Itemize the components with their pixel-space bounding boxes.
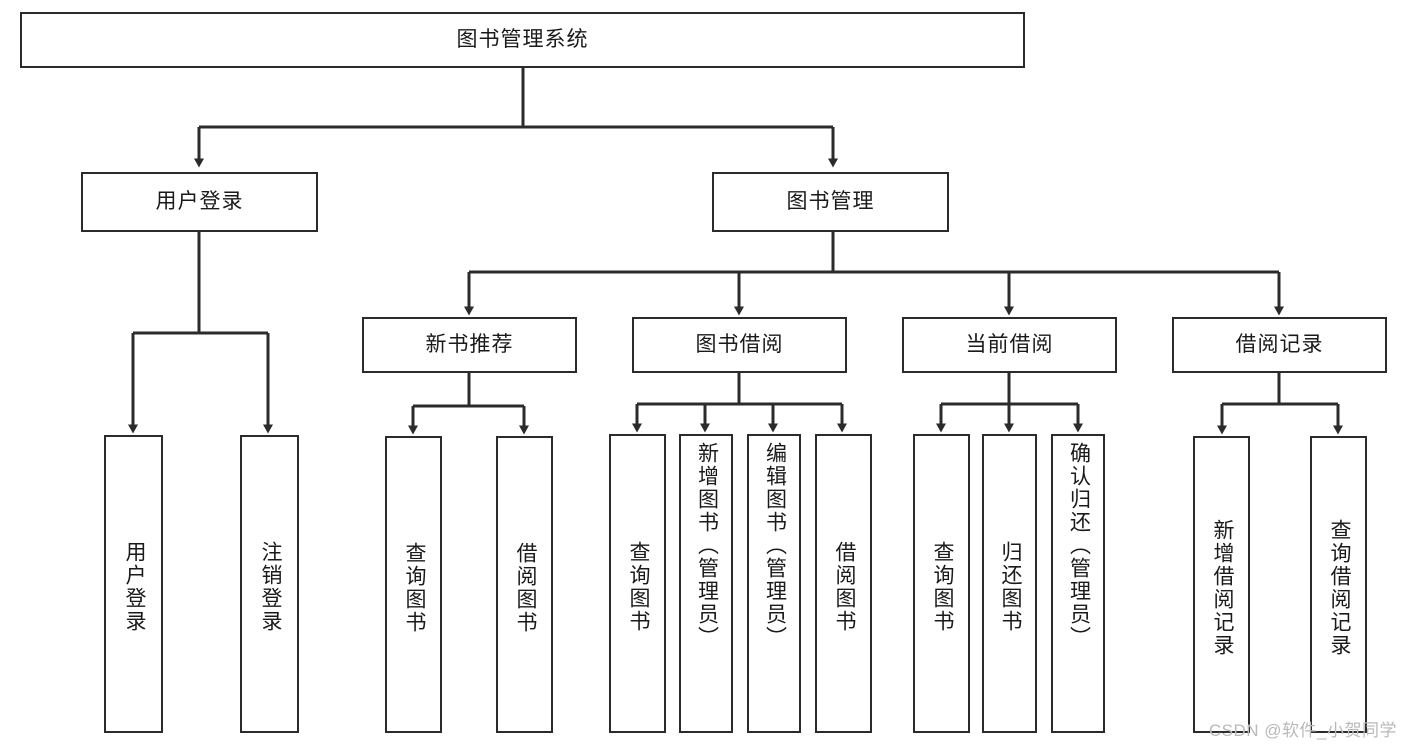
node-leaf-user-logout[interactable]: 注销登录 xyxy=(240,435,299,733)
node-leaf-edit-book-label: 编辑图书（管理员） xyxy=(763,442,787,649)
node-leaf-borrow-book-2[interactable]: 借阅图书 xyxy=(815,434,872,733)
node-root-label: 图书管理系统 xyxy=(456,28,589,52)
node-current-borrow-label: 当前借阅 xyxy=(965,333,1054,357)
node-user-login[interactable]: 用户登录 xyxy=(81,172,318,232)
node-book-manage[interactable]: 图书管理 xyxy=(712,172,949,232)
node-leaf-return-book-label: 归还图书 xyxy=(998,540,1022,633)
node-leaf-edit-book[interactable]: 编辑图书（管理员） xyxy=(747,434,801,733)
node-leaf-query-book-2-label: 查询图书 xyxy=(626,540,650,633)
node-book-manage-label: 图书管理 xyxy=(786,190,875,214)
node-new-book-rec[interactable]: 新书推荐 xyxy=(362,317,577,373)
node-borrow-record[interactable]: 借阅记录 xyxy=(1172,317,1387,373)
node-leaf-borrow-book-2-label: 借阅图书 xyxy=(832,540,856,633)
node-leaf-query-book-1-label: 查询图书 xyxy=(402,541,426,634)
node-leaf-query-book-2[interactable]: 查询图书 xyxy=(609,434,666,733)
node-leaf-add-record[interactable]: 新增借阅记录 xyxy=(1193,436,1250,733)
node-leaf-query-record-label: 查询借阅记录 xyxy=(1327,518,1351,657)
node-current-borrow[interactable]: 当前借阅 xyxy=(902,317,1117,373)
node-leaf-borrow-book-1-label: 借阅图书 xyxy=(513,541,537,634)
node-leaf-query-book-3-label: 查询图书 xyxy=(930,540,954,633)
node-leaf-add-book[interactable]: 新增图书（管理员） xyxy=(679,434,733,733)
node-leaf-borrow-book-1[interactable]: 借阅图书 xyxy=(496,436,553,733)
node-leaf-user-login[interactable]: 用户登录 xyxy=(104,435,163,733)
watermark: CSDN @软件_小贺同学 xyxy=(1208,721,1397,740)
node-leaf-confirm-return[interactable]: 确认归还（管理员） xyxy=(1051,434,1105,733)
node-book-borrow[interactable]: 图书借阅 xyxy=(632,317,847,373)
node-new-book-rec-label: 新书推荐 xyxy=(425,333,514,357)
node-leaf-return-book[interactable]: 归还图书 xyxy=(982,434,1037,733)
node-leaf-query-book-3[interactable]: 查询图书 xyxy=(913,434,970,733)
node-leaf-add-record-label: 新增借阅记录 xyxy=(1210,518,1234,657)
node-leaf-confirm-return-label: 确认归还（管理员） xyxy=(1067,442,1091,649)
node-root[interactable]: 图书管理系统 xyxy=(20,12,1025,68)
node-leaf-user-logout-label: 注销登录 xyxy=(258,541,282,633)
node-book-borrow-label: 图书借阅 xyxy=(695,333,784,357)
node-borrow-record-label: 借阅记录 xyxy=(1235,333,1324,357)
node-leaf-add-book-label: 新增图书（管理员） xyxy=(695,442,719,649)
node-leaf-query-record[interactable]: 查询借阅记录 xyxy=(1310,436,1367,733)
node-leaf-user-login-label: 用户登录 xyxy=(122,541,146,633)
node-user-login-label: 用户登录 xyxy=(155,190,244,214)
node-leaf-query-book-1[interactable]: 查询图书 xyxy=(385,436,442,733)
